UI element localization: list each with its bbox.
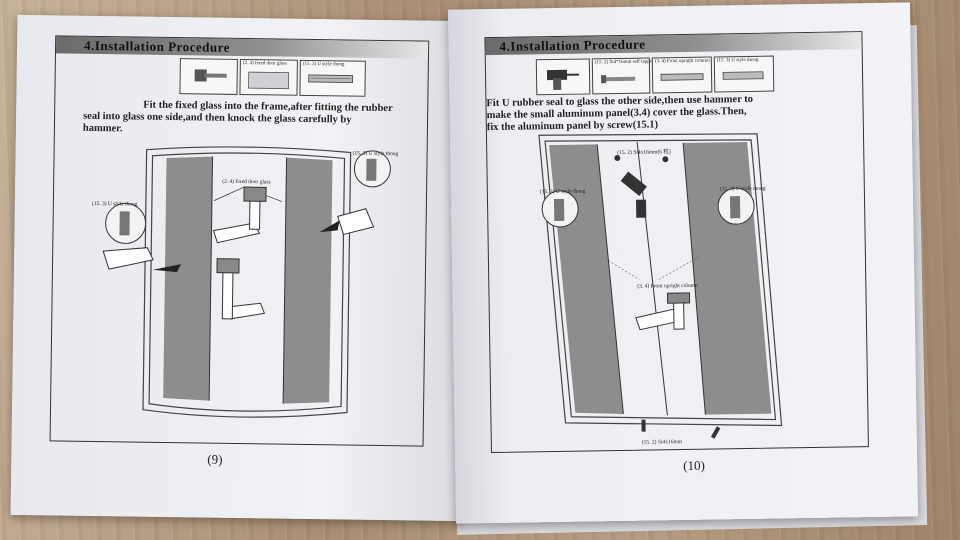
glass-panel-left [549,144,624,414]
glass-panel-left [163,156,213,401]
direction-arrows [152,220,340,273]
glass-pane-icon [248,71,290,90]
callout-u-thong-right: (15. 3) U style thong [719,185,766,193]
glass-panel-right [683,141,772,415]
parts-list-right: (15. 2) St4*16mm self tapping screw (3. … [535,55,775,96]
hand-with-hammer-upper [212,186,267,244]
installation-diagram-left [102,146,391,418]
drill-icon [546,69,580,91]
callout-lines [604,256,700,280]
part-fixed-door-glass: (2. 4) fixed door glass [239,58,298,96]
rubber-seal-icon [722,71,764,80]
hand-right [337,208,375,236]
manual-page-left: 4.Installation Procedure (2. 4) fixed do… [10,14,470,522]
installation-diagram-right [538,133,783,439]
part-screw: (15. 2) St4*16mm self tapping screw [591,57,669,95]
page-number-left: (9) [207,451,223,467]
part-u-style-thong: (15. 3) U style thong [299,59,366,97]
screws-top [614,155,669,163]
screw-icon [601,75,636,84]
door-frame [142,146,352,418]
manual-page-right: 4.Installation Procedure (15. 2) St4*16m… [447,2,919,524]
column-profile-icon [660,73,704,81]
page-number-right: (10) [683,457,705,474]
callout-screw-top: (15. 2) St4x16mm(6 粒) [617,149,671,157]
part-drill [535,58,591,96]
door-frame [538,133,783,427]
hand-with-hammer-lower [216,258,266,320]
parts-list-left: (2. 4) fixed door glass (15. 3) U style … [179,58,366,97]
hammer-icon [194,69,227,82]
part-u-style-thong: (15. 3) U style thong [713,55,775,93]
callout-u-thong-left: (15. 3) U style thong [539,188,586,196]
part-front-upright-column: (3. 4) Front upright column [651,56,713,94]
drill-illustration [620,171,647,218]
callout-u-thong-right: (15. 3) U style thong [352,150,399,158]
callout-front-column: (3. 4) Front upright column [637,282,698,290]
page-frame-left: 4.Installation Procedure (2. 4) fixed do… [49,35,430,447]
part-hammer [179,58,238,95]
callout-u-thong-left: (15. 3) U style thong [91,200,138,208]
hand-left [102,247,154,270]
hand-with-hammer [635,292,691,331]
glass-panel-right [283,157,333,404]
callout-screw-bottom: (15. 2) St4x16mm [641,439,683,446]
screws-bottom [641,419,721,439]
callout-fixed-glass: (2. 4) fixed door glass [222,178,271,186]
rubber-seal-icon [308,74,354,83]
page-frame-right: 4.Installation Procedure (15. 2) St4*16m… [484,31,869,454]
